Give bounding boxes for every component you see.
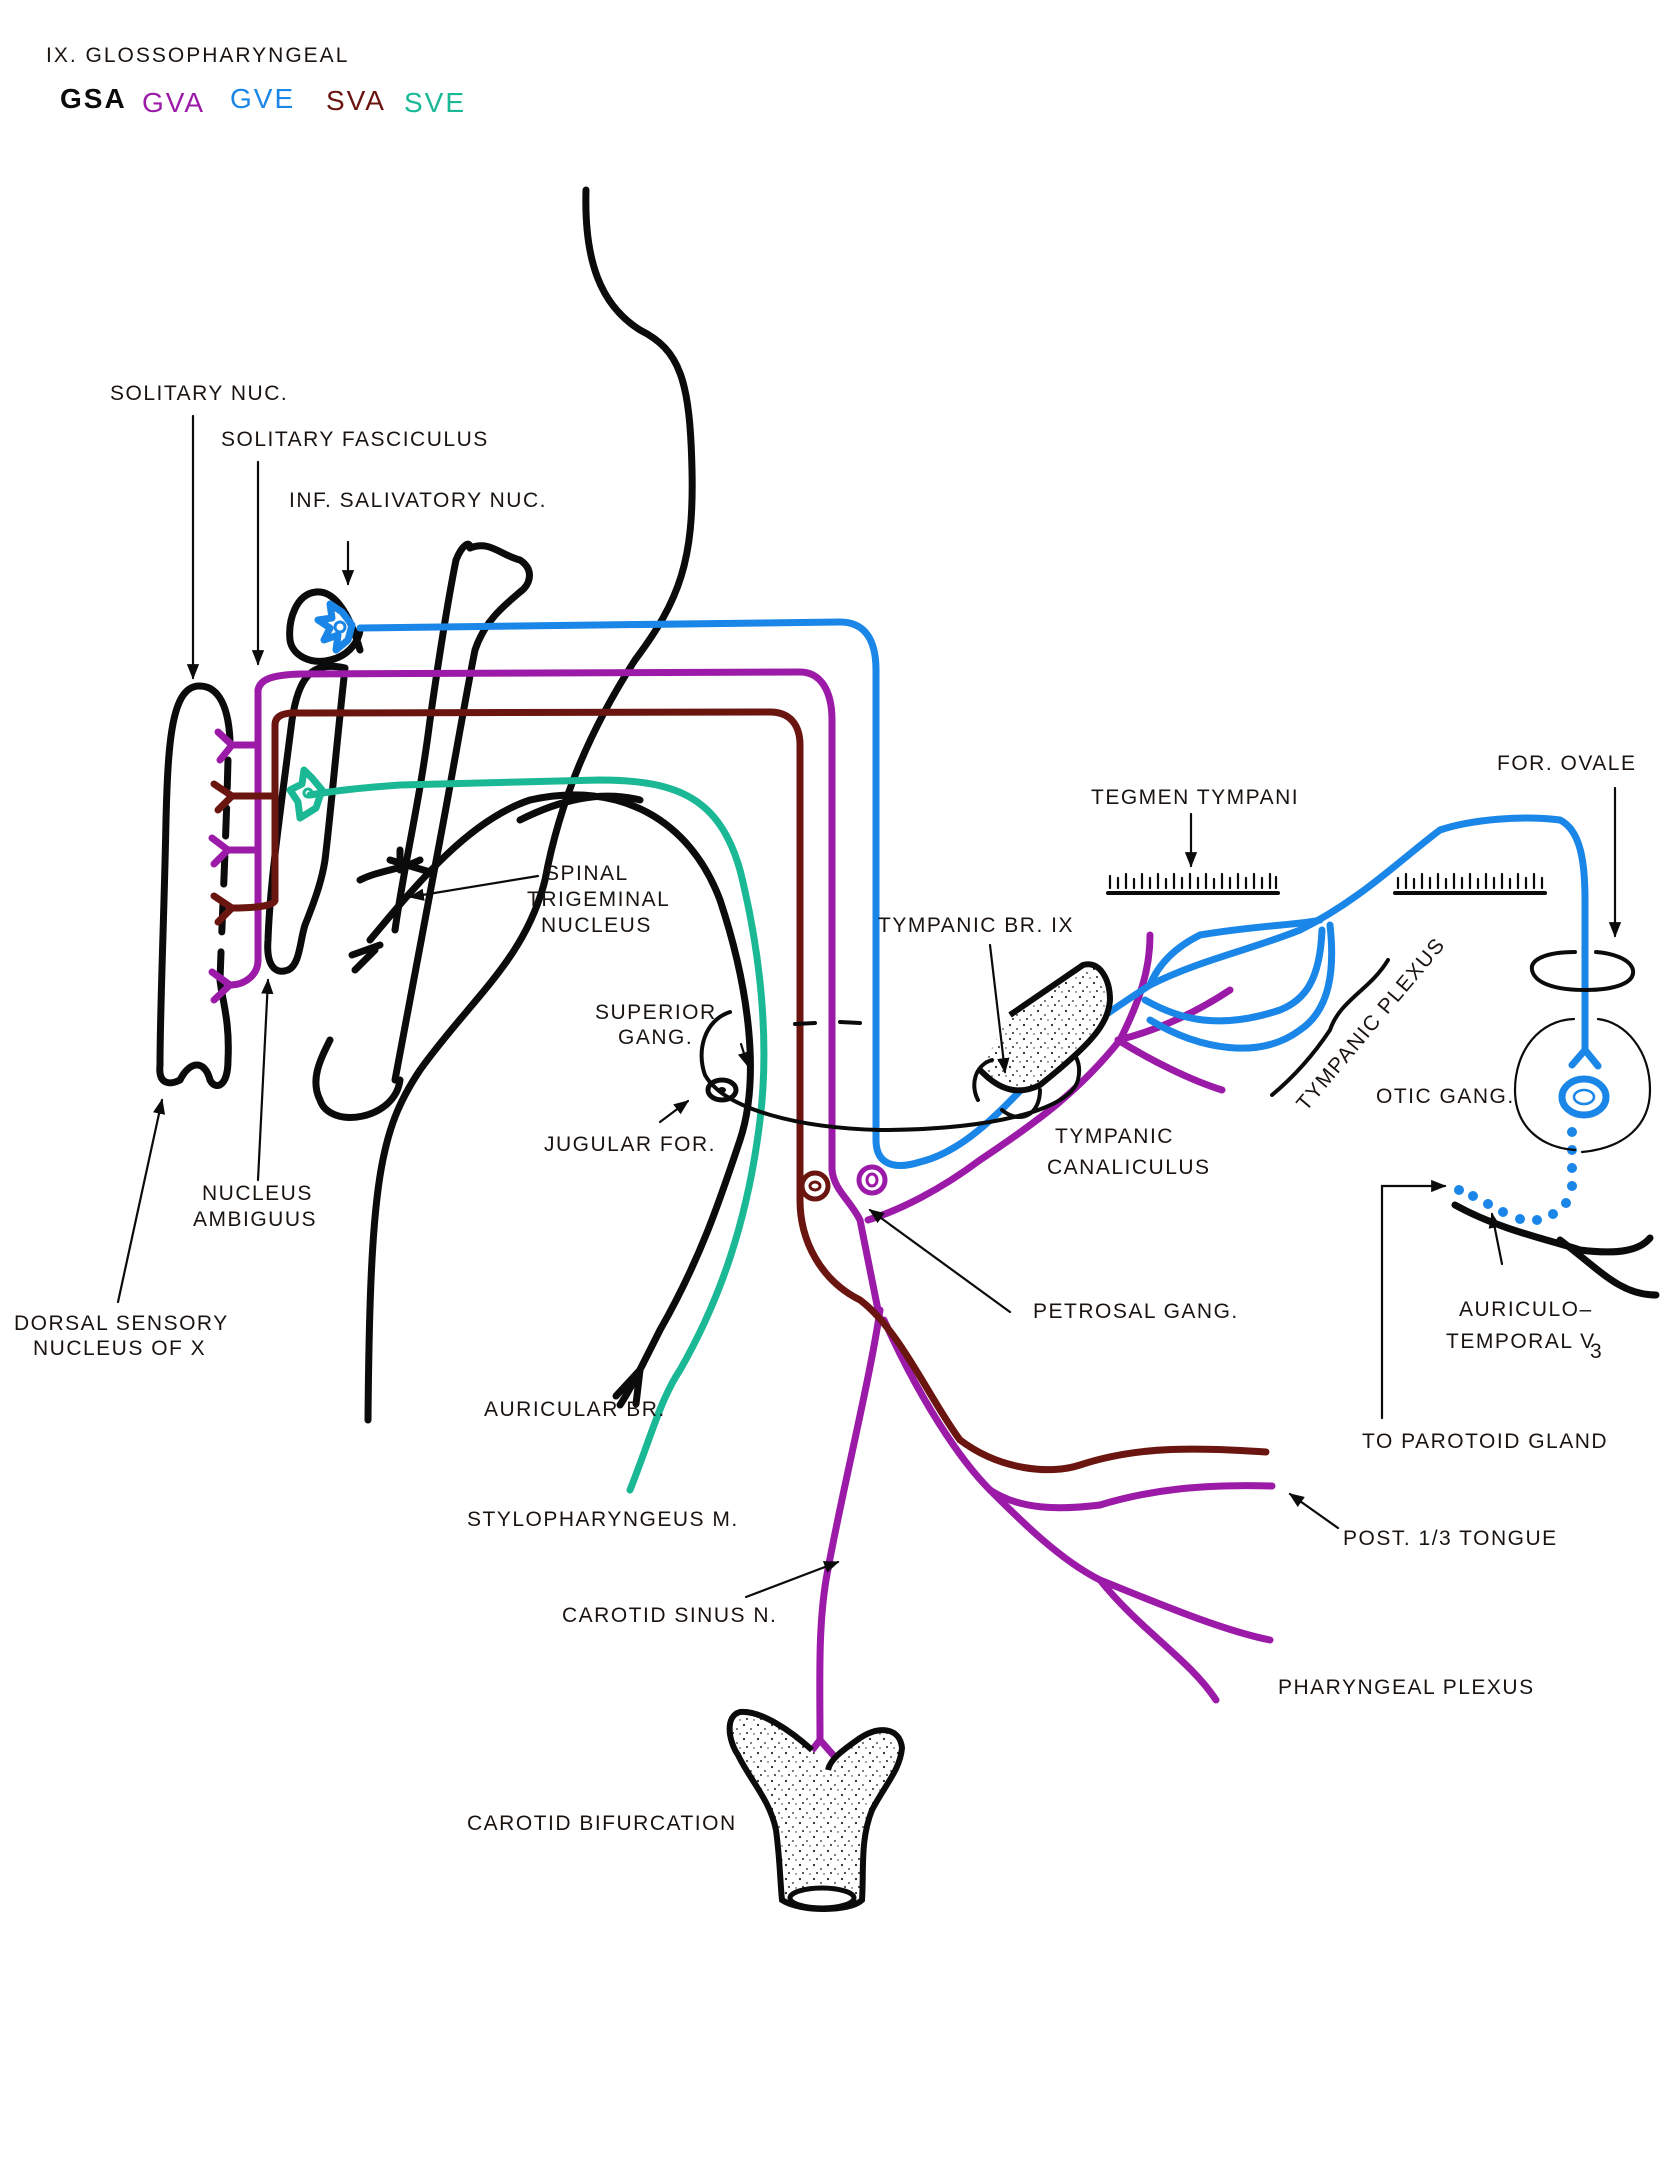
label-nucleus-ambiguus-2: AMBIGUUS [193,1208,317,1231]
label-solitary-fasciculus: SOLITARY FASCICULUS [221,428,489,451]
brainstem-outline [364,186,696,1424]
jugular-foramen [699,1010,1082,1133]
label-otic-gang: OTIC GANG. [1376,1085,1515,1108]
gve-fibers [356,618,1610,1225]
tympanic-plexus-brace [1270,958,1390,1097]
label-carotid-bifurcation: CAROTID BIFURCATION [467,1812,737,1835]
legend-sve: SVE [404,87,466,118]
inf-salivatory-nucleus [286,588,364,665]
tympanic-canaliculus [972,961,1114,1120]
label-tympanic-canaliculus-1: TYMPANIC [1055,1125,1174,1148]
label-nucleus-ambiguus-1: NUCLEUS [202,1182,313,1205]
auricular-branch-nerve [348,791,754,1409]
label-auriculotemporal-2: TEMPORAL V [1446,1330,1596,1353]
label-pharyngeal-plexus: PHARYNGEAL PLEXUS [1278,1676,1535,1699]
label-auricular-br: AURICULAR BR. [484,1398,666,1421]
carotid-bifurcation [726,1708,906,1912]
leader-lines [116,414,1622,1599]
label-stylopharyngeus: STYLOPHARYNGEUS M. [467,1508,739,1531]
label-inf-salivatory-nuc: INF. SALIVATORY NUC. [289,489,547,512]
otic-ganglion [1513,1017,1652,1154]
label-tegmen-tympani: TEGMEN TYMPANI [1091,786,1299,809]
label-for-ovale: FOR. OVALE [1497,752,1636,775]
solitary-nucleus-shape [156,682,234,1089]
diagram-title: IX. GLOSSOPHARYNGEAL [46,44,349,67]
dotted-postganglionic [1454,1127,1577,1225]
label-superior-gang-2: GANG. [618,1026,693,1049]
label-auriculotemporal-sub: 3 [1590,1340,1603,1363]
label-auriculotemporal-1: AURICULO– [1459,1298,1593,1321]
label-spinal-trigeminal-2: TRIGEMINAL [527,888,670,911]
legend-gve: GVE [230,83,295,114]
spinal-trigeminal-tract [312,540,644,1121]
label-tympanic-canaliculus-2: CANALICULUS [1047,1156,1211,1179]
label-superior-gang-1: SUPERIOR [595,1001,717,1024]
auriculotemporal-nerve [1451,1201,1660,1299]
label-to-parotoid-gland: TO PAROTOID GLAND [1362,1430,1608,1453]
legend: GSA GVA GVE SVA SVE [60,83,466,118]
foramen-ovale [1529,950,1636,993]
label-tympanic-br: TYMPANIC BR. IX [878,914,1074,937]
label-carotid-sinus-n: CAROTID SINUS N. [562,1604,777,1627]
gva-fibers [208,668,1276,1762]
label-post-tongue: POST. 1/3 TONGUE [1343,1527,1558,1550]
label-spinal-trigeminal-3: NUCLEUS [541,914,652,937]
label-solitary-nuc: SOLITARY NUC. [110,382,288,405]
legend-gsa: GSA [60,83,127,114]
label-jugular-for: JUGULAR FOR. [544,1133,716,1156]
label-dorsal-sensory-2: NUCLEUS OF X [33,1337,206,1360]
label-petrosal-gang: PETROSAL GANG. [1033,1300,1239,1323]
sve-fibers [286,766,768,1494]
label-spinal-trigeminal-1: SPINAL [545,862,629,885]
label-dorsal-sensory-1: DORSAL SENSORY [14,1312,229,1335]
legend-gva: GVA [142,87,205,118]
nucleus-ambiguus-shape [264,662,349,975]
tegmen-tympani [1106,872,1547,895]
legend-sva: SVA [326,85,386,116]
sva-fibers [210,708,1270,1474]
